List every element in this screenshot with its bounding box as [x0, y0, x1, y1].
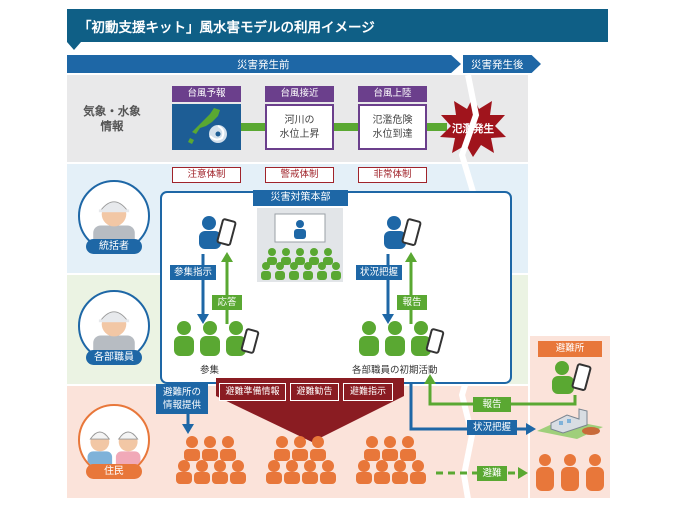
leader-phone-icon-right — [384, 216, 422, 249]
shelter-status-label: 状況把握 — [467, 420, 517, 435]
shelter-info-label: 避難所の 情報提供 — [156, 384, 208, 414]
stage-connector-1 — [241, 123, 265, 131]
initial-activity-caption: 各部職員の初期活動 — [352, 365, 438, 376]
weather-row-label: 気象・水象 情報 — [83, 104, 141, 133]
assembled-staff-icon — [174, 321, 260, 356]
river-level-card: 河川の 水位上昇 — [265, 104, 334, 150]
shelter-staff-phone-icon — [552, 361, 592, 394]
residents-groups-icon — [176, 436, 426, 484]
shelter-report-label: 報告 — [473, 397, 511, 412]
alert-evac-prep: 避難準備情報 — [219, 383, 286, 401]
leader-phone-icon-left — [199, 216, 237, 249]
timeline-after — [463, 55, 541, 73]
status-grasp-label: 状況把握 — [356, 265, 402, 280]
role-staff-label: 各部職員 — [86, 350, 142, 365]
role-leader-label: 統括者 — [86, 239, 142, 254]
stage-connector-2 — [334, 123, 358, 131]
page-title: 「初動支援キット」風水害モデルの利用イメージ — [78, 20, 375, 36]
shelter-label: 避難所 — [538, 341, 602, 357]
stage-tag-forecast: 台風予報 — [172, 86, 241, 102]
alert-evac-advisory: 避難勧告 — [290, 383, 339, 401]
timeline-before — [67, 55, 461, 73]
phase-tag-caution: 注意体制 — [172, 167, 241, 183]
shelter-building-icon — [537, 408, 603, 439]
evacuation-label: 避難 — [477, 466, 507, 481]
phase-tag-emergency: 非常体制 — [358, 167, 427, 183]
role-residents-label: 住民 — [86, 464, 142, 479]
stage-connector-3 — [427, 123, 447, 131]
timeline-after-label: 災害発生後 — [471, 59, 524, 71]
phase-tag-alert: 警戒体制 — [265, 167, 334, 183]
stage-tag-landfall: 台風上陸 — [358, 86, 427, 102]
alert-evac-order: 避難指示 — [343, 383, 393, 401]
active-staff-icon — [359, 321, 445, 356]
assembly-caption: 参集 — [200, 365, 220, 376]
typhoon-map-icon — [172, 104, 241, 150]
assemble-order-label: 参集指示 — [170, 265, 216, 280]
title-notch — [67, 42, 81, 50]
response-label: 応答 — [212, 295, 242, 310]
stage-tag-approach: 台風接近 — [265, 86, 334, 102]
meeting-room-icon — [257, 208, 343, 282]
flood-danger-card: 氾濫危険 水位到達 — [358, 104, 427, 150]
timeline-before-label: 災害発生前 — [237, 59, 290, 71]
shelter-residents-icon — [536, 454, 604, 491]
disaster-hq-label: 災害対策本部 — [253, 190, 348, 206]
title-bar — [67, 9, 608, 42]
report-label: 報告 — [397, 295, 427, 310]
